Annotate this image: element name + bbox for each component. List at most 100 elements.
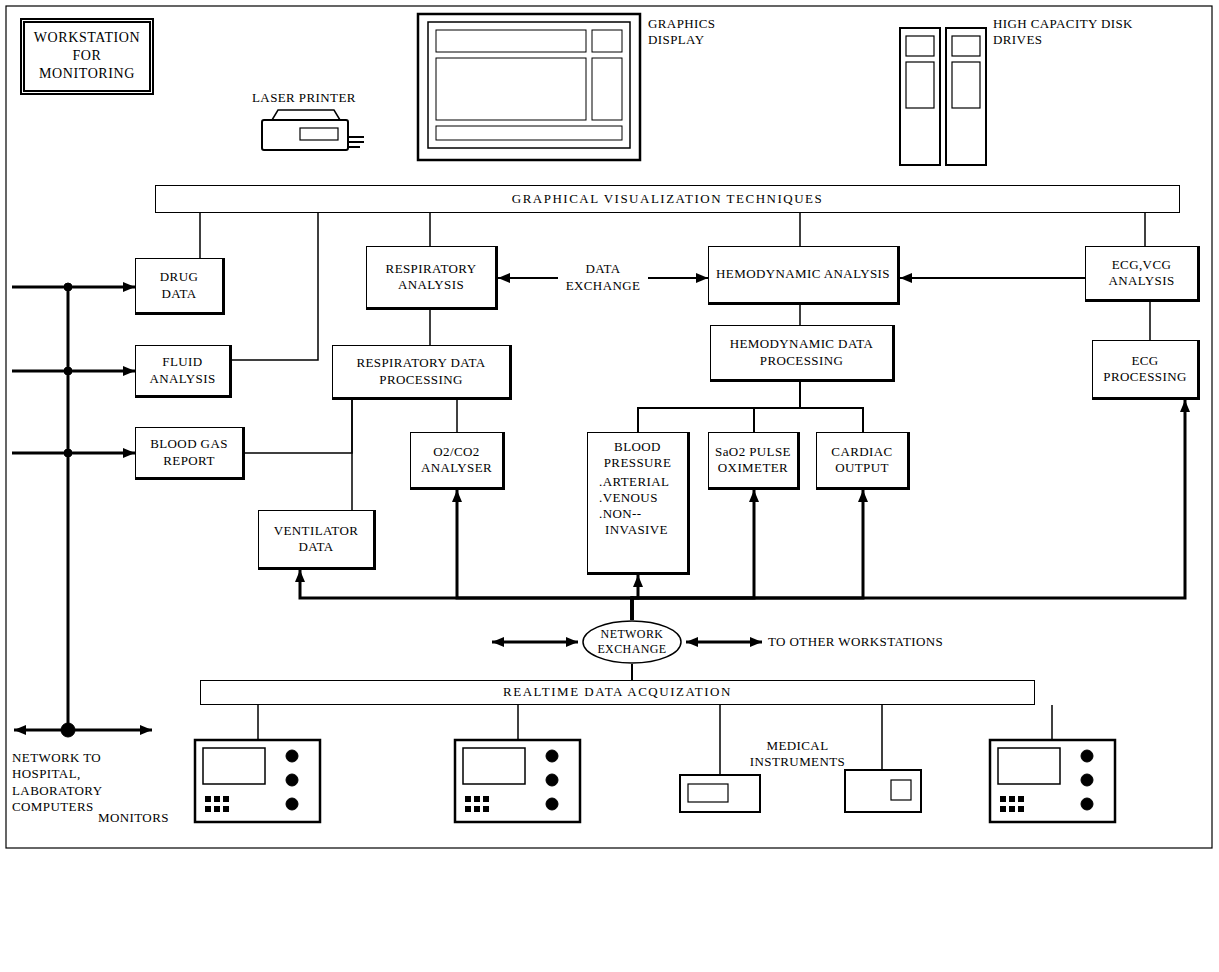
drawing-part <box>262 120 348 150</box>
monitor-icon <box>455 740 580 822</box>
connector <box>300 570 632 620</box>
drawing-part <box>286 774 298 786</box>
drawing-part <box>474 796 480 802</box>
connector <box>232 213 318 360</box>
network-ellipse: NETWORK EXCHANGE <box>582 620 682 664</box>
drawing-part <box>906 36 934 56</box>
drawing-part <box>686 641 762 644</box>
node-text: BLOOD PRESSURE <box>593 439 682 472</box>
band-box: REALTIME DATA ACQUIZATION <box>200 680 1035 705</box>
drawing-part <box>1051 705 1053 740</box>
process-box: RESPIRATORY DATA PROCESSING <box>332 345 512 400</box>
drawing-part <box>1081 798 1093 810</box>
monitor-icon <box>195 740 320 822</box>
drawing-part <box>474 806 480 812</box>
connector <box>429 213 431 246</box>
node-text: SaO2 PULSE OXIMETER <box>714 444 792 477</box>
process-box: BLOOD GAS REPORT <box>135 427 245 480</box>
node-text: ECG,VCG ANALYSIS <box>1091 257 1192 290</box>
process-box: RESPIRATORY ANALYSIS <box>366 246 498 310</box>
drawing-part <box>205 796 211 802</box>
drawing-part <box>592 30 622 52</box>
drawing-part <box>12 286 135 289</box>
node-text: VENTILATOR DATA <box>264 523 368 556</box>
node-text: CARDIAC OUTPUT <box>822 444 902 477</box>
drawing-part <box>428 22 630 148</box>
drawing-part <box>463 748 525 784</box>
drawing-part <box>64 367 72 375</box>
drawing-part <box>1081 750 1093 762</box>
band-box: GRAPHICAL VISUALIZATION TECHNIQUES <box>155 185 1180 213</box>
connector <box>754 382 800 432</box>
node-text: NETWORK EXCHANGE <box>590 627 674 657</box>
node-text: RESPIRATORY DATA PROCESSING <box>338 355 504 388</box>
drawing-part <box>1009 796 1015 802</box>
connector <box>1144 213 1146 246</box>
node-text: HEMODYNAMIC DATA PROCESSING <box>716 336 887 369</box>
process-box: O2/CO2 ANALYSER <box>410 432 505 490</box>
drawing-part <box>348 137 364 147</box>
node-text: BLOOD GAS REPORT <box>141 436 237 469</box>
drawing-part <box>906 62 934 108</box>
connector <box>800 382 863 432</box>
process-box: DRUG DATA <box>135 258 225 315</box>
node-text: RESPIRATORY ANALYSIS <box>372 261 490 294</box>
drawing-part <box>436 30 586 52</box>
drawing-part <box>214 806 220 812</box>
drawing-part <box>272 110 340 120</box>
drawing-part <box>223 796 229 802</box>
drawing-part <box>680 775 760 812</box>
hospital-network-line <box>12 283 152 737</box>
process-box: BLOOD PRESSURE.ARTERIAL.VENOUS.NON-- INV… <box>587 432 690 575</box>
drawing-part <box>517 705 519 740</box>
drawing-part <box>203 748 265 784</box>
drawing-part <box>990 740 1115 822</box>
drawing-part <box>952 36 980 56</box>
text-label: HIGH CAPACITY DISK DRIVES <box>993 16 1133 49</box>
process-box: FLUID ANALYSIS <box>135 345 232 398</box>
connector <box>429 310 431 345</box>
instrument-icon <box>680 775 760 812</box>
node-text: ECG PROCESSING <box>1098 353 1192 386</box>
drawing-part <box>205 806 211 812</box>
connector <box>638 382 800 432</box>
laser-printer-icon <box>262 110 364 150</box>
drawing-part <box>286 750 298 762</box>
drawing-part <box>455 740 580 822</box>
drawing-part <box>257 705 259 740</box>
connector <box>456 400 458 432</box>
instrument-wires <box>258 705 1052 775</box>
title-text: WORKSTATION FOR MONITORING <box>29 29 145 84</box>
connector <box>799 305 801 325</box>
drawing-part <box>952 62 980 108</box>
node-text: GRAPHICAL VISUALIZATION TECHNIQUES <box>512 191 823 207</box>
connector <box>1149 302 1151 340</box>
drawing-part <box>61 723 75 737</box>
drawing-part <box>12 370 135 373</box>
disk-drive-icon <box>900 28 986 165</box>
drawing-part <box>195 740 320 822</box>
process-box: ECG,VCG ANALYSIS <box>1085 246 1200 302</box>
connector <box>351 400 353 510</box>
node-text: HEMODYNAMIC ANALYSIS <box>716 266 890 282</box>
drawing-part <box>946 28 986 165</box>
drawing-part <box>14 729 152 732</box>
process-box: CARDIAC OUTPUT <box>816 432 910 490</box>
drawing-part <box>483 806 489 812</box>
drawing-part <box>1000 806 1006 812</box>
drawing-part <box>67 287 70 730</box>
drawing-part <box>546 750 558 762</box>
connector <box>900 277 1085 279</box>
drawing-part <box>1000 796 1024 812</box>
drawing-part <box>1081 774 1093 786</box>
drawing-part <box>546 798 558 810</box>
drawing-part <box>1009 806 1015 812</box>
drawing-part <box>546 774 558 786</box>
drawing-part <box>1000 796 1006 802</box>
instrument-icon <box>845 770 921 812</box>
connector <box>799 213 801 246</box>
drawing-part <box>64 449 72 457</box>
node-text: .ARTERIAL <box>593 474 682 490</box>
drawing-part <box>465 806 471 812</box>
